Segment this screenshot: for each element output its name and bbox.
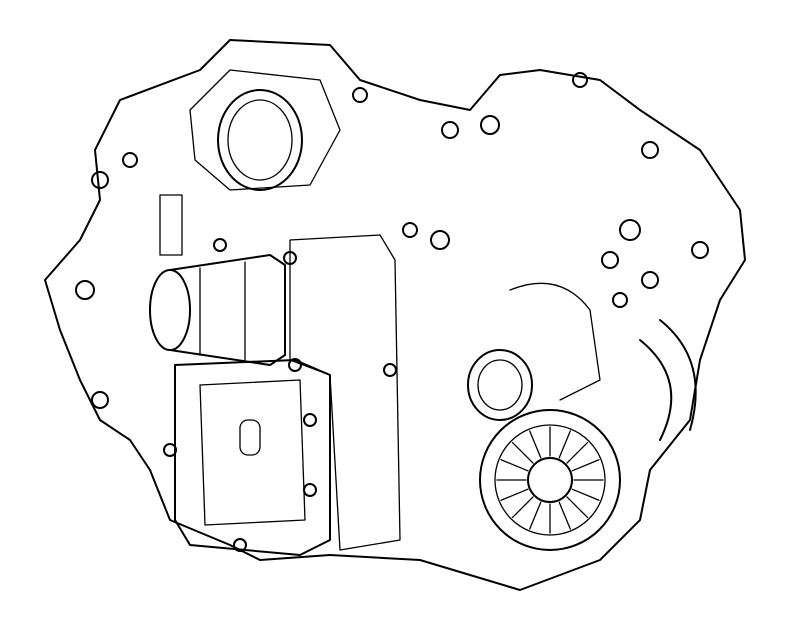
- disc-spoke: [500, 488, 529, 501]
- disc-spoke: [529, 430, 542, 459]
- round-boss: [467, 282, 601, 421]
- disc-spoke: [566, 441, 589, 464]
- disc-spoke: [571, 459, 600, 472]
- bracket: [159, 194, 183, 256]
- disc-spoke: [511, 496, 534, 519]
- case-ribs: [601, 219, 697, 441]
- ribbed-disc: [479, 409, 621, 551]
- disc-spoke: [558, 430, 571, 459]
- disc-spoke: [558, 501, 571, 530]
- side-plate: [289, 234, 401, 551]
- disc-spoke: [571, 488, 600, 501]
- filter-cylinder: [149, 254, 286, 366]
- bolt-holes: [75, 72, 709, 409]
- disc-spoke: [511, 441, 534, 464]
- cover-bolts: [163, 238, 397, 552]
- disc-spoke: [566, 496, 589, 519]
- disc-spoke: [529, 501, 542, 530]
- disc-spoke: [500, 459, 529, 472]
- transmission-case-outline: [44, 39, 746, 591]
- valve-body-cover: [174, 359, 331, 556]
- top-port: [189, 69, 341, 191]
